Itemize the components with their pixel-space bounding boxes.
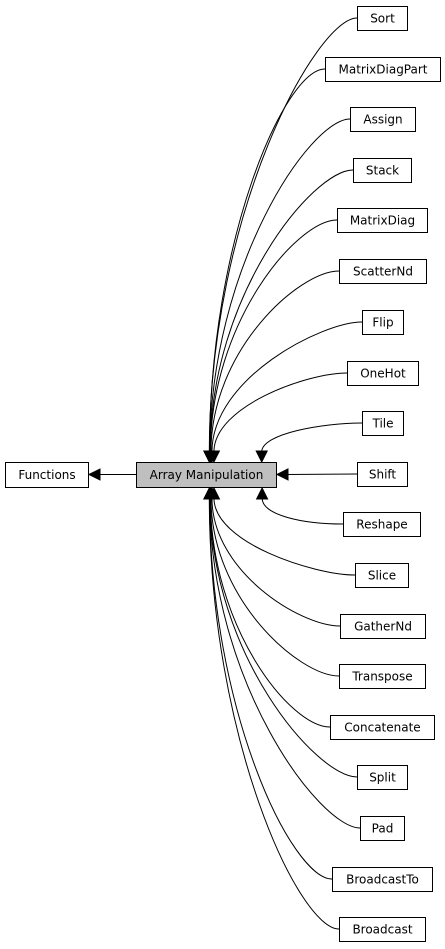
node-array-manipulation-box [136, 462, 277, 488]
edge-gathernd-to-center [211, 497, 341, 627]
node-slice-box [355, 563, 409, 588]
edge-broadcastto-to-center [208, 497, 333, 880]
node-pad-box [360, 816, 405, 841]
edge-pad-to-center [209, 497, 361, 829]
node-matrixdiag-label: MatrixDiag [350, 214, 415, 228]
node-stack-label: Stack [366, 164, 399, 178]
node-transpose-box [339, 664, 426, 689]
node-concatenate-label: Concatenate [344, 721, 420, 735]
graph-edges [87, 17, 363, 930]
node-matrixdiag[interactable]: MatrixDiag [337, 208, 428, 233]
arrowhead-tile [255, 450, 269, 464]
node-broadcastto-box [332, 867, 433, 892]
edge-slice-to-center [213, 497, 356, 576]
node-slice-label: Slice [368, 569, 396, 583]
node-reshape-label: Reshape [356, 518, 407, 532]
node-sort[interactable]: Sort [357, 6, 408, 31]
node-scatternd-box [339, 259, 427, 284]
node-shift-box [357, 462, 408, 487]
arrowhead-shift [275, 468, 289, 481]
node-broadcastto[interactable]: BroadcastTo [332, 867, 433, 892]
node-onehot-box [347, 361, 419, 386]
node-scatternd[interactable]: ScatterNd [339, 259, 427, 284]
node-flip-label: Flip [372, 316, 393, 330]
node-flip-box [362, 310, 404, 335]
node-matrixdiag-box [337, 208, 428, 233]
node-assign[interactable]: Assign [350, 107, 416, 132]
node-gathernd[interactable]: GatherNd [340, 614, 426, 639]
edge-assign-to-center [209, 118, 351, 453]
node-scatternd-label: ScatterNd [353, 265, 413, 279]
node-broadcast-label: Broadcast [352, 923, 412, 937]
node-transpose[interactable]: Transpose [339, 664, 426, 689]
node-broadcast-box [339, 917, 426, 942]
edge-broadcast-to-center [208, 497, 340, 930]
node-pad-label: Pad [372, 822, 394, 836]
node-sort-box [357, 6, 408, 31]
node-tile[interactable]: Tile [362, 411, 404, 436]
node-functions-label: Functions [18, 468, 75, 482]
node-broadcastto-label: BroadcastTo [346, 873, 419, 887]
node-flip[interactable]: Flip [362, 310, 404, 335]
node-pad[interactable]: Pad [360, 816, 405, 841]
arrowhead-reshape [255, 486, 269, 500]
node-slice[interactable]: Slice [355, 563, 409, 588]
node-broadcast[interactable]: Broadcast [339, 917, 426, 942]
node-split-box [357, 765, 408, 790]
node-stack[interactable]: Stack [353, 158, 412, 183]
node-assign-label: Assign [363, 113, 402, 127]
edge-matrixdiag-to-center [209, 219, 338, 453]
edge-concatenate-to-center [209, 497, 331, 728]
edge-stack-to-center [209, 169, 354, 453]
edge-matrixdiagpart-to-center [208, 68, 326, 453]
edge-scatternd-to-center [210, 270, 340, 453]
node-gathernd-label: GatherNd [354, 620, 412, 634]
node-stack-box [353, 158, 412, 183]
node-transpose-label: Transpose [351, 670, 412, 684]
node-sort-label: Sort [370, 12, 395, 26]
edge-split-to-center [209, 497, 358, 778]
node-matrixdiagpart-label: MatrixDiagPart [338, 63, 427, 77]
graph-nodes: Functions Array Manipulation SortMatrixDia… [5, 6, 441, 942]
node-array-manipulation-label: Array Manipulation [150, 468, 264, 482]
node-assign-box [350, 107, 416, 132]
node-split[interactable]: Split [357, 765, 408, 790]
node-array-manipulation[interactable]: Array Manipulation [136, 462, 277, 488]
node-reshape-box [343, 512, 421, 537]
node-tile-label: Tile [371, 417, 393, 431]
node-tile-box [362, 411, 404, 436]
edge-onehot-to-center [213, 372, 348, 453]
node-split-label: Split [369, 771, 396, 785]
arrowhead-parent [87, 468, 101, 481]
node-functions[interactable]: Functions [5, 462, 89, 488]
edge-tile-to-center [261, 422, 363, 453]
node-onehot[interactable]: OneHot [347, 361, 419, 386]
node-gathernd-box [340, 614, 426, 639]
edge-sort-to-center [208, 17, 358, 453]
edge-transpose-to-center [210, 497, 340, 677]
node-shift-label: Shift [369, 468, 397, 482]
node-concatenate-box [330, 715, 435, 740]
node-concatenate[interactable]: Concatenate [330, 715, 435, 740]
edge-flip-to-center [211, 321, 363, 453]
edge-reshape-to-center [261, 497, 344, 525]
node-functions-box [5, 462, 89, 488]
node-matrixdiagpart[interactable]: MatrixDiagPart [325, 57, 441, 82]
node-reshape[interactable]: Reshape [343, 512, 421, 537]
node-shift[interactable]: Shift [357, 462, 408, 487]
node-matrixdiagpart-box [325, 57, 441, 82]
edge-shift-to-center [286, 473, 358, 475]
node-onehot-label: OneHot [360, 367, 406, 381]
